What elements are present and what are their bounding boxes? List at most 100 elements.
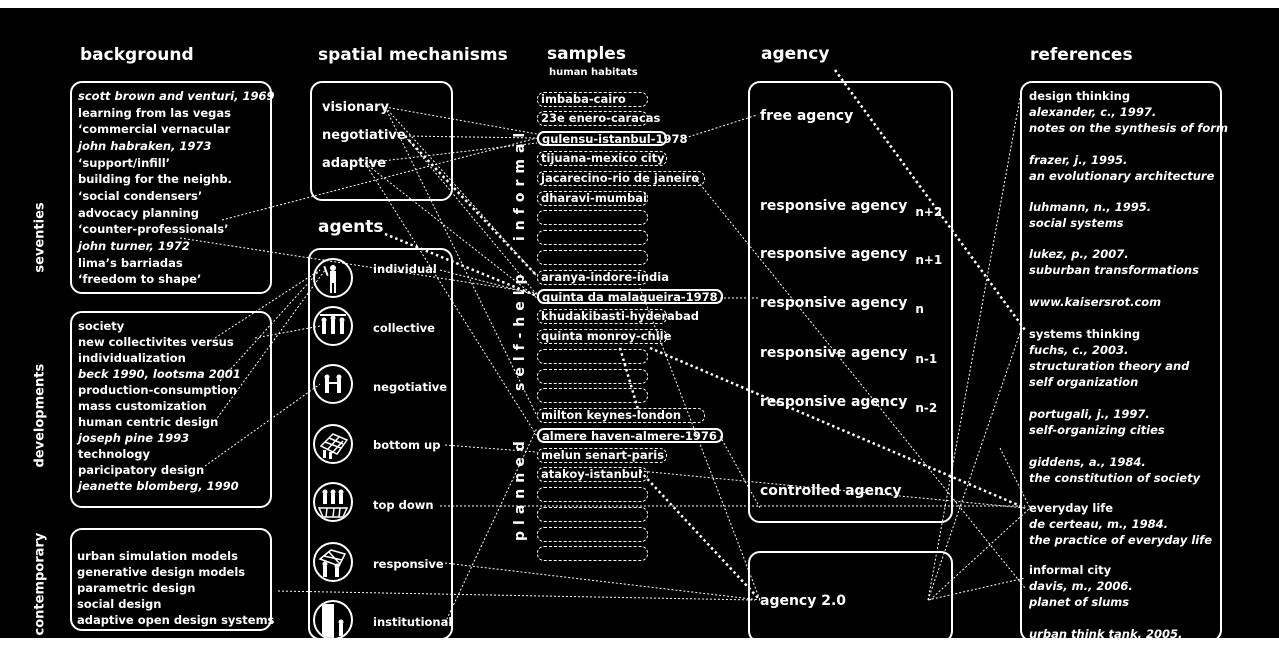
institutional-building-icon [313, 600, 353, 638]
agency-label: responsive agency [760, 345, 908, 361]
ref-line: lukez, p., 2007. [1029, 247, 1129, 261]
bg-line: mass customization [78, 399, 207, 413]
agency-controlled: controlled agency [760, 483, 902, 499]
agency-sub: n+2 [915, 205, 943, 219]
ref-line: luhmann, n., 1995. [1029, 200, 1152, 214]
sample-empty [537, 546, 648, 561]
ref-line: giddens, a., 1984. [1029, 455, 1146, 469]
header-samples: samples [547, 44, 626, 64]
header-spatial-mechanisms: spatial mechanisms [318, 45, 508, 65]
period-contemporary: contemporary [32, 532, 48, 636]
bg-line: adaptive open design systems [77, 613, 275, 627]
background-contemporary-box: urban simulation models generative desig… [70, 528, 275, 631]
agency-sub: n-2 [915, 401, 938, 415]
agency-responsive-n-minus-1: responsive agency n-1 [760, 345, 937, 366]
sample-item-highlight: quinta da malagueira-1978 [537, 289, 723, 304]
mechanism-adaptive: adaptive [322, 156, 387, 171]
sample-empty [537, 369, 648, 384]
ref-line: systems thinking [1029, 327, 1141, 341]
ref-line: everyday life [1029, 501, 1114, 515]
agent-individual: individual [373, 262, 437, 276]
sample-empty [537, 250, 648, 265]
responsive-figures-icon [313, 542, 353, 582]
agents-box [308, 248, 453, 638]
sample-empty [537, 388, 648, 403]
agency-sub: n+1 [915, 253, 943, 267]
bg-line: parametric design [77, 581, 196, 595]
bg-line: ‘commercial vernacular [78, 122, 231, 136]
sample-item: khudakibasti-hyderabad [537, 309, 699, 324]
bg-line: lima’s barriadas [78, 256, 183, 270]
bg-line: generative design models [77, 565, 246, 579]
header-background: background [80, 45, 194, 65]
ref-line: urban think tank, 2005. [1029, 627, 1183, 638]
sample-empty [537, 527, 648, 542]
sample-item: milton keynes-london [537, 408, 705, 423]
header-agency: agency [761, 44, 830, 64]
sample-item-highlight: almere haven-almere-1976 [537, 428, 723, 443]
agency-box [748, 81, 953, 523]
agent-responsive: responsive [373, 557, 444, 571]
agency-sub: n [915, 302, 924, 316]
spatial-mechanisms-box: visionary negotiative adaptive [310, 81, 453, 201]
bg-line: ‘social condensers’ [78, 189, 203, 203]
bg-line: individualization [78, 351, 186, 365]
individual-figure-icon [313, 258, 353, 298]
period-developments: developments [32, 363, 48, 468]
sample-item: atakoy-istanbul [537, 467, 648, 482]
agency-free: free agency [760, 108, 854, 124]
agent-top-down: top down [373, 498, 434, 512]
sample-empty [537, 507, 648, 522]
agency-label: responsive agency [760, 394, 908, 410]
sample-empty [537, 210, 648, 225]
bg-line: john turner, 1972 [78, 239, 190, 253]
sample-item: imbaba-cairo [537, 92, 648, 107]
agency-label: responsive agency [760, 295, 908, 311]
bg-line: ‘counter-professionals’ [78, 222, 229, 236]
agency-responsive-n2: responsive agency n+2 [760, 198, 942, 219]
ref-line: an evolutionary architecture [1029, 169, 1215, 183]
ref-line: social systems [1029, 216, 1124, 230]
bg-line: production-consumption [78, 383, 238, 397]
ref-line: alexander, c., 1997. [1029, 105, 1157, 119]
agent-negotiative: negotiative [373, 380, 448, 394]
references-box [1020, 81, 1222, 638]
sample-item: aranya-indore-india [537, 270, 669, 285]
bg-line: human centric design [78, 415, 219, 429]
ref-line: fuchs, c., 2003. [1029, 343, 1129, 357]
header-references: references [1030, 45, 1133, 65]
ref-line: self-organizing cities [1029, 423, 1165, 437]
bg-line: society [78, 319, 125, 333]
ref-line: davis, m., 2006. [1029, 579, 1133, 593]
axis-self-help: self-help [512, 268, 528, 391]
ref-line: www.kaisersrot.com [1029, 295, 1162, 309]
agent-collective: collective [373, 321, 435, 335]
sample-item-highlight: gulensu-istanbul-1978 [537, 131, 688, 146]
sample-item: dharavi-mumbai [537, 191, 648, 206]
agency-responsive-n-minus-2: responsive agency n-2 [760, 394, 937, 415]
period-seventies: seventies [32, 202, 48, 273]
agency-v2-box [748, 551, 953, 638]
bg-line: ‘support/infill’ [78, 156, 171, 170]
mechanism-negotiative: negotiative [322, 128, 406, 143]
ref-line: self organization [1029, 375, 1139, 389]
bg-line: social design [77, 597, 162, 611]
agency-sub: n-1 [915, 352, 938, 366]
ref-line: notes on the synthesis of form [1029, 121, 1228, 135]
header-agents: agents [318, 217, 384, 237]
agency-label: responsive agency [760, 246, 908, 262]
bg-line: jeanette blomberg, 1990 [78, 479, 239, 493]
top-down-figures-icon [313, 482, 353, 522]
bottom-up-grid-icon [313, 424, 353, 464]
agency-responsive-n1: responsive agency n+1 [760, 246, 942, 267]
bg-line: joseph pine 1993 [78, 431, 190, 445]
sample-item: 23e enero-caracas [537, 111, 660, 126]
sample-item: tijuana-mexico city [537, 151, 667, 166]
ref-line: the constitution of society [1029, 471, 1201, 485]
agency-2-0: agency 2.0 [760, 593, 847, 609]
agency-label: responsive agency [760, 198, 908, 214]
bg-line: new collectivites versus [78, 335, 234, 349]
bg-line: john habraken, 1973 [78, 139, 212, 153]
connection-lines [179, 69, 1031, 624]
ref-line: the practice of everyday life [1029, 533, 1213, 547]
